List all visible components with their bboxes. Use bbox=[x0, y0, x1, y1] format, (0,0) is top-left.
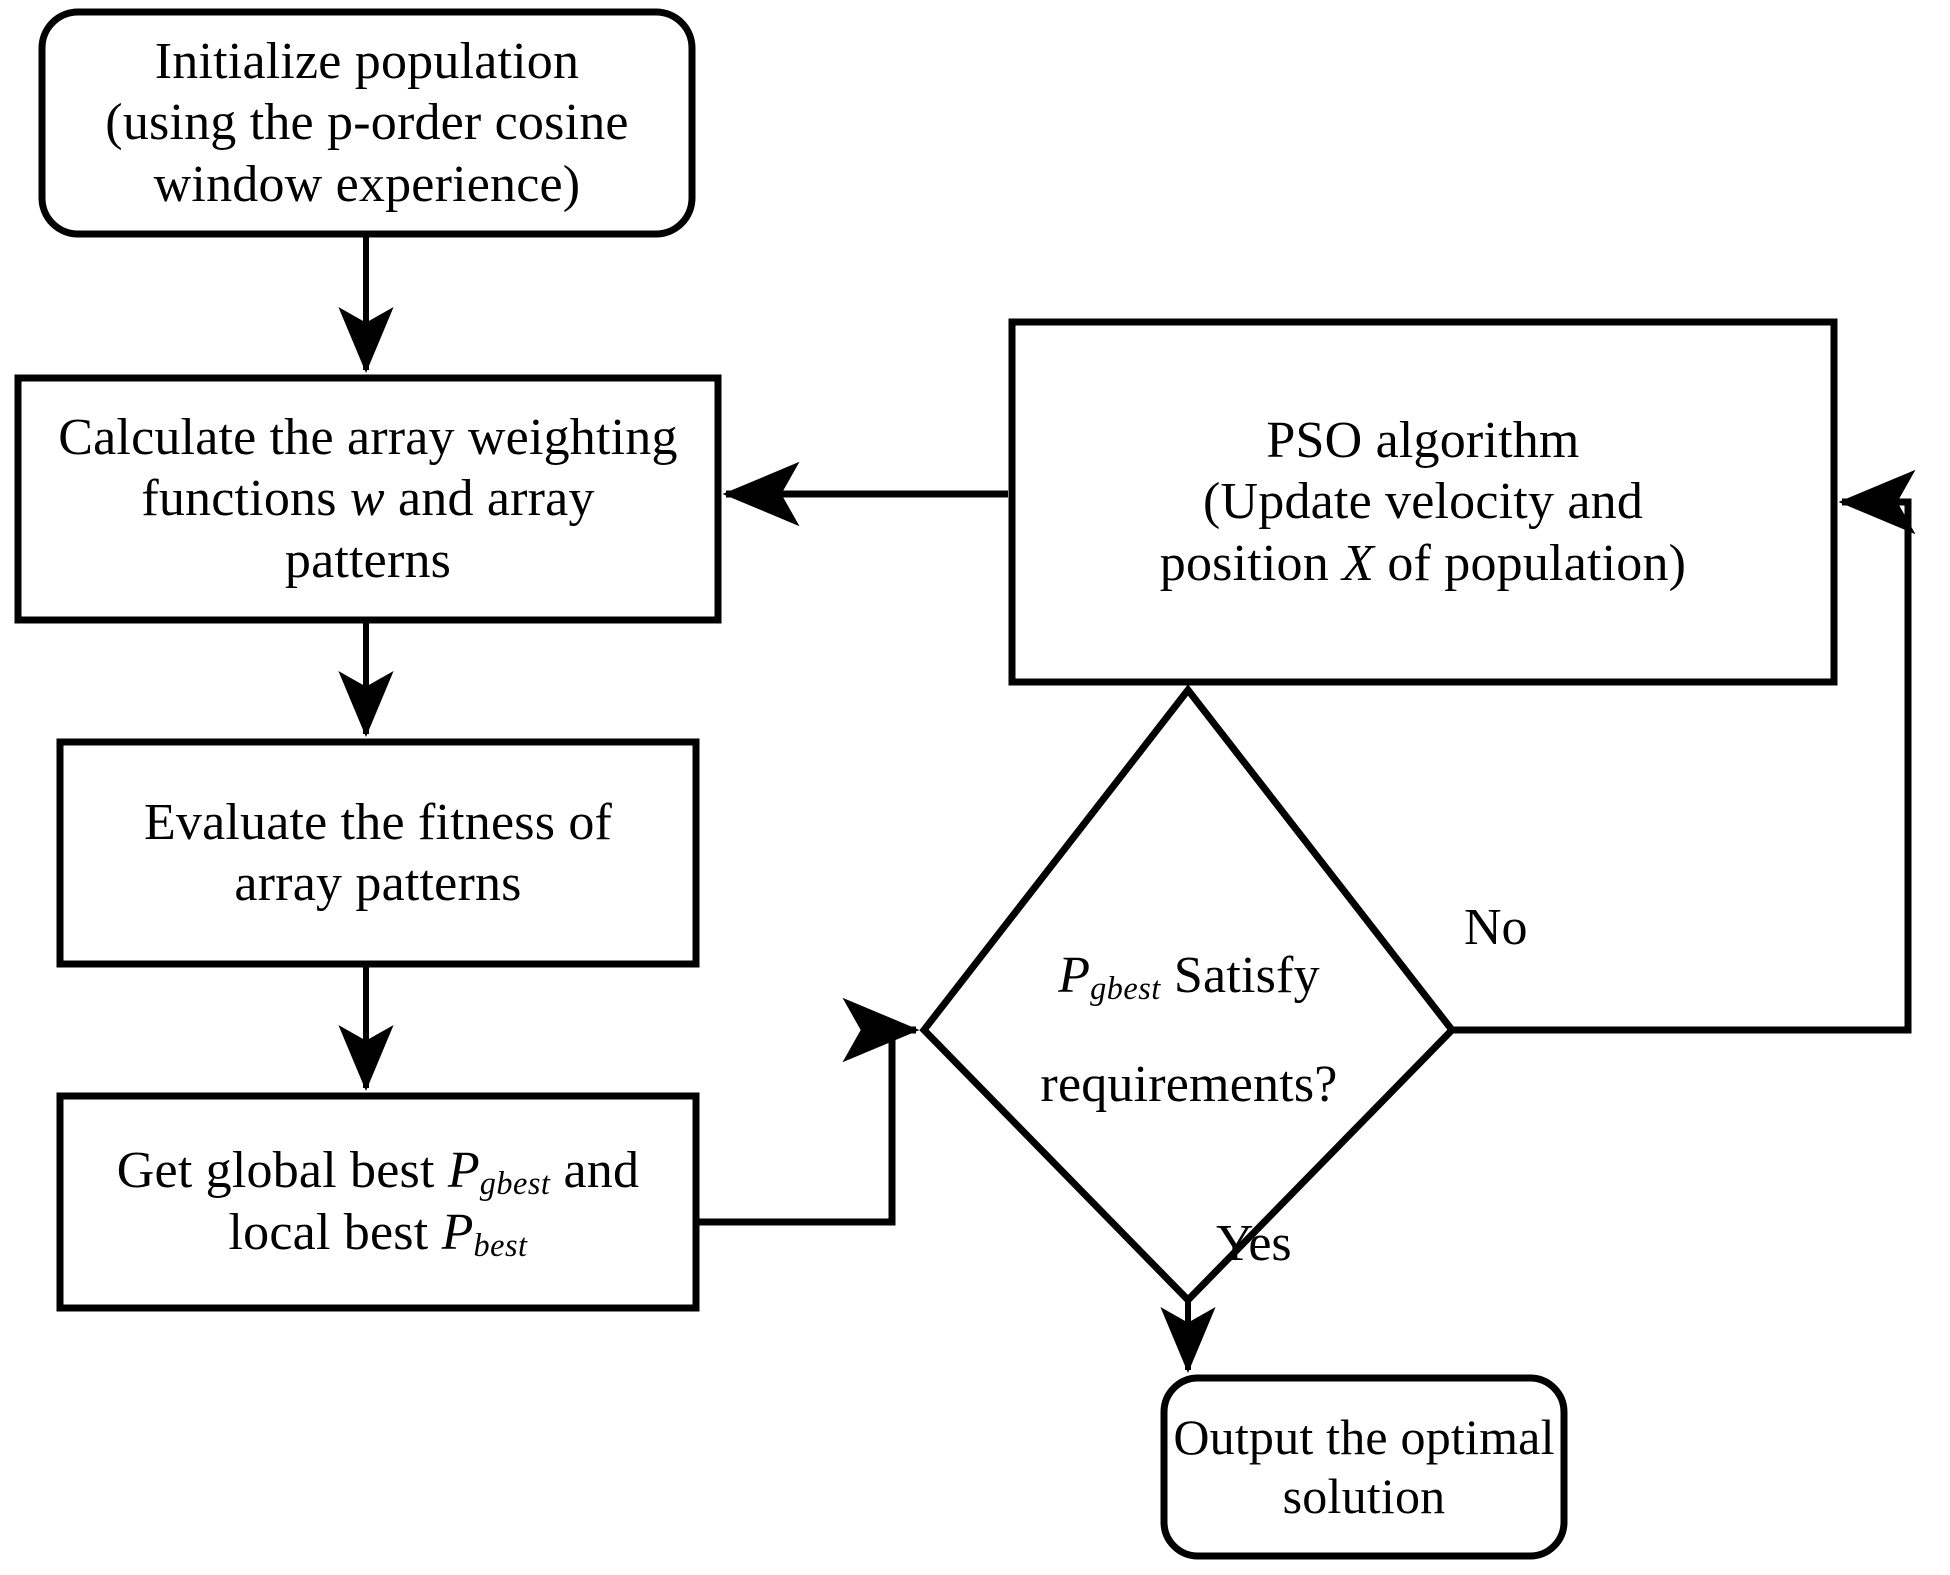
edge-getbest-to-decision bbox=[696, 997, 920, 1226]
edge-decision-no-to-pso bbox=[1452, 469, 1916, 1034]
node-calculate-shape bbox=[14, 374, 722, 624]
edge-label-yes: Yes bbox=[1216, 1215, 1292, 1272]
node-pso-shape bbox=[1008, 318, 1838, 686]
node-getbest-shape bbox=[56, 1092, 700, 1312]
node-output-shape bbox=[1160, 1374, 1568, 1560]
node-evaluate-shape bbox=[56, 738, 700, 968]
edge-label-no: No bbox=[1464, 899, 1528, 956]
node-decision-shape bbox=[919, 684, 1457, 1306]
node-initialize-shape bbox=[38, 8, 696, 238]
